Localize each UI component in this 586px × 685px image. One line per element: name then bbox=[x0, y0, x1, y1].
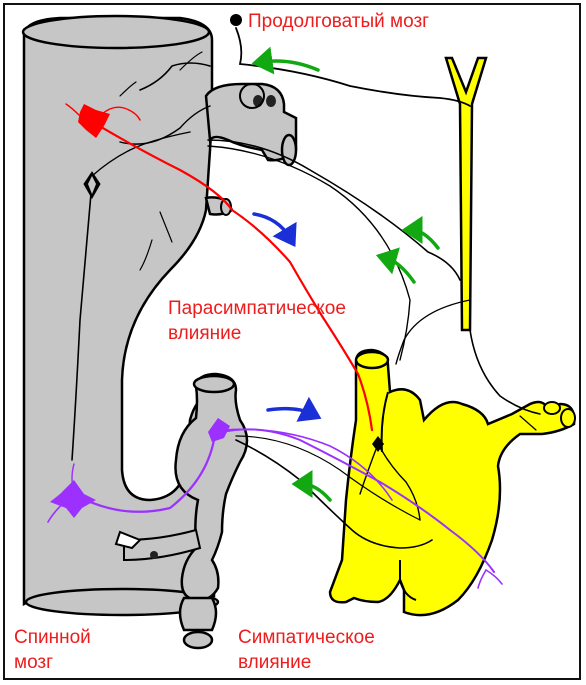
parasympathetic-label-line2: влияние bbox=[168, 322, 241, 345]
medulla-neuron-icon bbox=[230, 14, 242, 26]
spinal-cord-label-line1: Спинной bbox=[14, 626, 91, 649]
blue-arrow-icon bbox=[254, 214, 290, 238]
vessel-end bbox=[544, 402, 560, 414]
ganglion-dot bbox=[266, 95, 276, 107]
vagus-nerve bbox=[446, 58, 486, 330]
vagus-trunk bbox=[446, 58, 486, 330]
blue-arrow-icon bbox=[268, 409, 312, 414]
vessel-top bbox=[356, 352, 388, 368]
green-arrow-icon bbox=[412, 230, 438, 248]
spinal-cord-label-line2: мозг bbox=[14, 651, 53, 674]
vessel-end bbox=[561, 409, 575, 427]
heart-body bbox=[330, 350, 574, 615]
parasympathetic-label-line1: Парасимпатическое bbox=[168, 297, 346, 320]
ramus-dot bbox=[150, 551, 158, 559]
ganglion-dot bbox=[253, 95, 263, 107]
sympathetic-label-line2: влияние bbox=[238, 651, 311, 674]
ganglion-bottom bbox=[184, 632, 212, 648]
ganglion-top bbox=[194, 376, 234, 392]
heart bbox=[330, 350, 575, 615]
sympathetic-label-line1: Симпатическое bbox=[238, 626, 375, 649]
medulla-label: Продолговатый мозг bbox=[248, 10, 429, 33]
spinal-cord bbox=[23, 16, 296, 648]
spinal-cord-top bbox=[23, 16, 209, 48]
ganglion-lower-segment bbox=[180, 598, 216, 630]
sympathetic-ganglion bbox=[175, 374, 247, 600]
